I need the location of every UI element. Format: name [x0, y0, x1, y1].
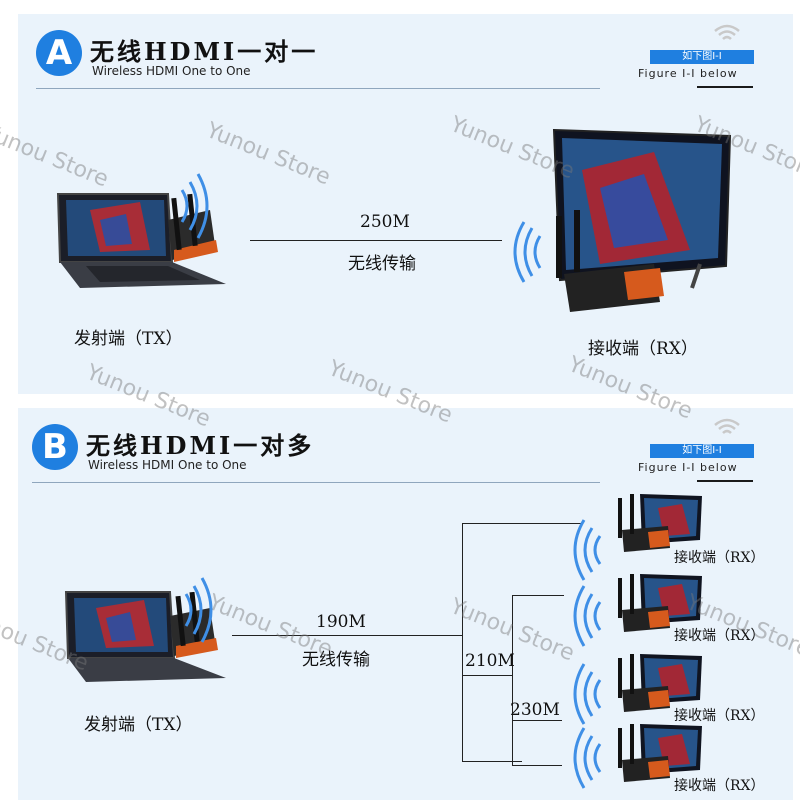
link-line-main: [232, 635, 462, 636]
receiver-image-3: [618, 654, 702, 712]
branch-line-1: [462, 523, 582, 524]
section-b-divider: [32, 482, 600, 483]
sub-bus-line: [512, 595, 513, 765]
section-a-divider: [36, 88, 600, 89]
wifi-wave-icon: [573, 727, 602, 789]
figure-tag-b: 如下图I-I: [650, 444, 754, 458]
transfer-label-b: 无线传输: [302, 650, 370, 670]
section-a-title: 无线HDMI一对一: [90, 37, 319, 66]
speed-label-mid: 210M: [465, 651, 515, 671]
speed-label-main: 190M: [316, 612, 366, 632]
section-b-badge: B: [32, 424, 78, 470]
rx-label-3: 接收端（RX）: [674, 708, 765, 724]
section-a-subtitle: Wireless HDMI One to One: [92, 64, 251, 78]
receiver-image-4: [618, 724, 702, 782]
branch-line-3: [512, 720, 562, 721]
wifi-wave-icon: [180, 173, 209, 239]
bus-line-vertical: [462, 523, 463, 761]
link-line-a: [250, 240, 502, 241]
tv-rx-image: [552, 128, 732, 312]
wifi-wave-icon: [573, 519, 602, 581]
figure-tag-a: 如下图I-I: [650, 50, 754, 64]
figure-underline-a: [697, 86, 753, 88]
branch-line-mid: [462, 675, 512, 676]
figure-caption-a: Figure I-I below: [638, 67, 738, 80]
figure-caption-b: Figure I-I below: [638, 461, 738, 474]
tx-label-b: 发射端（TX）: [84, 715, 193, 735]
figure-underline-b: [697, 480, 753, 482]
section-b-title: 无线HDMI一对多: [86, 431, 315, 460]
wifi-wave-icon: [184, 577, 213, 643]
receiver-image-2: [618, 574, 702, 632]
tx-label-a: 发射端（TX）: [74, 329, 183, 349]
laptop-tx-image: [64, 591, 226, 682]
wifi-icon: [714, 24, 740, 40]
section-a-badge: A: [36, 30, 82, 76]
rx-label-1: 接收端（RX）: [674, 550, 765, 566]
wifi-wave-icon: [513, 221, 542, 283]
rx-label-4: 接收端（RX）: [674, 778, 765, 794]
wifi-wave-icon: [573, 585, 602, 647]
receiver-image-1: [618, 494, 702, 552]
speed-label-a: 250M: [360, 212, 410, 232]
laptop-tx-image: [56, 193, 226, 288]
wifi-wave-icon: [573, 663, 602, 725]
branch-line-4: [512, 765, 562, 766]
section-b-subtitle: Wireless HDMI One to One: [88, 458, 247, 472]
branch-line-2: [512, 595, 564, 596]
rx-label-a: 接收端（RX）: [588, 339, 698, 359]
wifi-icon: [714, 418, 740, 434]
transfer-label-a: 无线传输: [348, 254, 416, 274]
rx-label-2: 接收端（RX）: [674, 628, 765, 644]
speed-label-low: 230M: [510, 700, 560, 720]
branch-line-bottom: [462, 761, 522, 762]
